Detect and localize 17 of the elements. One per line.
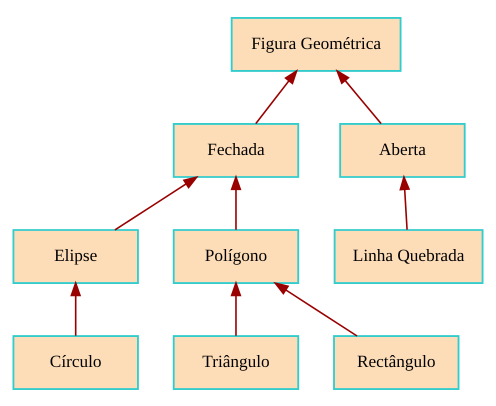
arrow — [399, 174, 410, 230]
arrow — [255, 68, 298, 124]
node-box: Aberta — [339, 122, 466, 178]
node-box: Rectângulo — [333, 334, 460, 390]
arrow — [336, 68, 382, 124]
node-box: Elipse — [12, 228, 139, 284]
arrow — [230, 174, 242, 230]
node-box: Polígono — [172, 228, 300, 284]
arrow — [273, 281, 358, 336]
node-box: Triângulo — [172, 334, 300, 390]
node-box: Círculo — [12, 334, 139, 390]
arrow — [230, 280, 242, 336]
arrow — [114, 175, 199, 230]
node-box: Linha Quebrada — [334, 228, 484, 284]
node-box: Fechada — [172, 122, 300, 178]
arrow — [70, 280, 82, 336]
node-box: Figura Geométrica — [230, 16, 402, 72]
